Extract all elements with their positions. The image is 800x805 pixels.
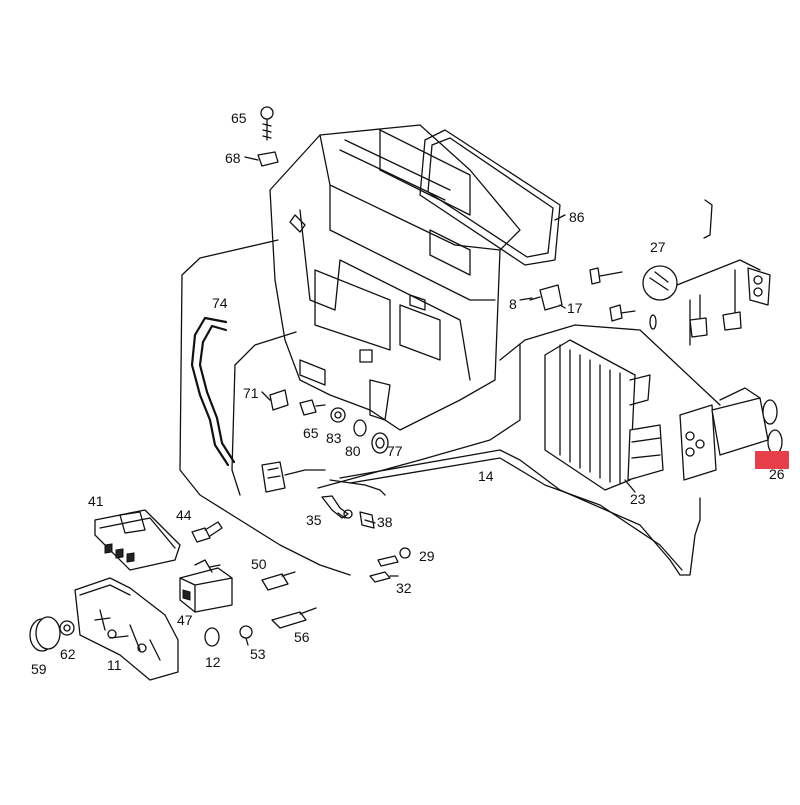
label-80: 80	[345, 443, 361, 459]
wiring-harness	[179, 239, 721, 576]
screw-53	[239, 625, 253, 646]
label-35: 35	[306, 512, 322, 528]
clip-68	[257, 151, 279, 167]
heater-core-23	[544, 339, 664, 491]
terminal-29	[369, 547, 411, 583]
terminal-56	[271, 607, 317, 629]
screw-65-top	[260, 106, 274, 141]
label-65-top: 65	[231, 110, 247, 126]
bracket-27	[642, 199, 771, 346]
terminal-50	[261, 571, 296, 591]
relay-47	[179, 559, 233, 613]
label-74: 74	[212, 295, 228, 311]
label-59: 59	[31, 661, 47, 677]
label-38: 38	[377, 514, 393, 530]
label-32: 32	[396, 580, 412, 596]
housing-seal	[419, 129, 561, 266]
label-11: 11	[107, 657, 122, 673]
label-29: 29	[419, 548, 435, 564]
washer-62	[59, 620, 75, 636]
part-labels: 65 68 86 27 8 17 74 71 65 83 80 77 14 23…	[31, 110, 785, 677]
label-83: 83	[326, 430, 342, 446]
part-26-highlight	[755, 451, 789, 469]
label-14: 14	[478, 468, 494, 484]
label-65-mid: 65	[303, 425, 319, 441]
connector-35	[261, 461, 375, 529]
heater-housing	[269, 124, 521, 431]
leader-lines	[244, 156, 636, 524]
label-56: 56	[294, 629, 310, 645]
relay-17	[529, 284, 563, 311]
label-12: 12	[205, 654, 221, 670]
label-41: 41	[88, 493, 104, 509]
label-68: 68	[225, 150, 241, 166]
knob-59	[29, 616, 61, 652]
label-17: 17	[567, 300, 583, 316]
connector-44	[191, 521, 223, 543]
label-27: 27	[650, 239, 666, 255]
bolt-27	[589, 267, 657, 330]
label-23: 23	[630, 491, 646, 507]
label-71: 71	[243, 385, 259, 401]
label-53: 53	[250, 646, 266, 662]
control-unit-11	[74, 577, 179, 681]
label-50: 50	[251, 556, 267, 572]
label-77: 77	[387, 443, 403, 459]
label-62: 62	[60, 646, 76, 662]
switch-block-41	[94, 509, 181, 571]
hose-74	[190, 316, 236, 467]
connector-71	[269, 389, 389, 454]
label-86: 86	[569, 209, 585, 225]
label-44: 44	[176, 507, 192, 523]
label-26: 26	[769, 466, 785, 482]
bulb-12	[204, 627, 220, 647]
valve-block	[679, 387, 783, 481]
label-47: 47	[177, 612, 193, 628]
label-8: 8	[509, 296, 517, 312]
